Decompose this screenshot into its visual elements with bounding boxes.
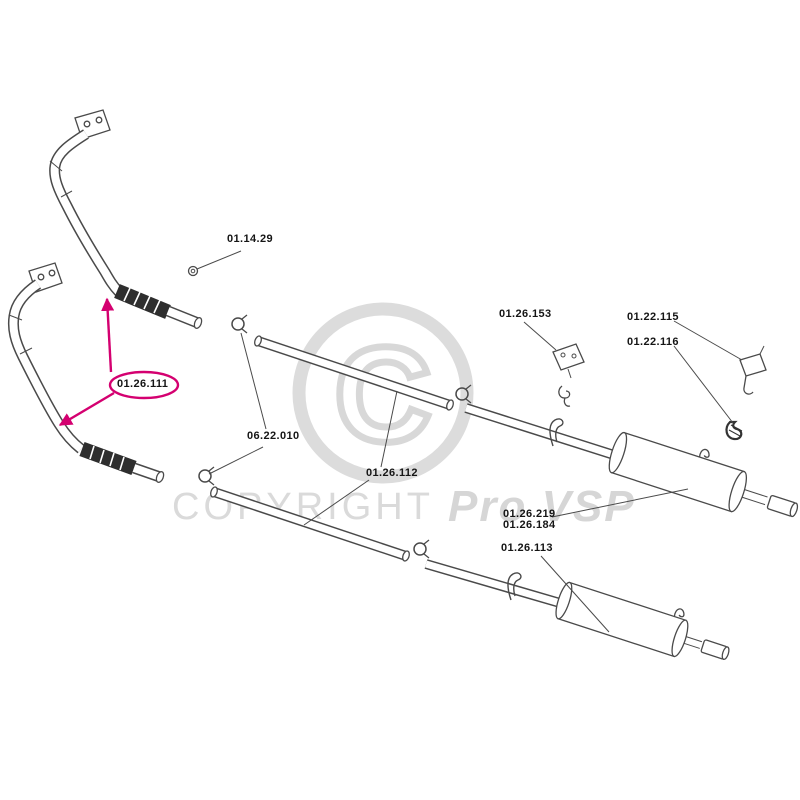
- rear-pipe-upper: [464, 403, 616, 460]
- rubber-mount-116: [725, 420, 743, 441]
- front-pipe-upper: [49, 109, 203, 329]
- highlight-arrow-up: [101, 297, 115, 373]
- part-label-01-26-112: 01.26.112: [366, 467, 418, 479]
- pipe-clamp-lower-front: [198, 466, 215, 486]
- part-label-01-26-219: 01.26.219: [503, 508, 556, 520]
- rear-pipe-lower: [424, 559, 562, 608]
- part-label-01-26-184: 01.26.184: [503, 519, 556, 531]
- clamp-nut: [187, 265, 199, 277]
- highlight-arrow-down-left: [58, 391, 115, 427]
- front-pipe-lower: [7, 262, 165, 483]
- part-label-01-22-115: 01.22.115: [627, 311, 679, 323]
- flex-coupling-lower: [79, 441, 137, 476]
- part-label-01-26-111: 01.26.111: [117, 378, 169, 390]
- intermediate-pipe-upper: [254, 335, 454, 411]
- leader-lines: [196, 250, 743, 633]
- watermark-copyright-symbol: C: [334, 319, 432, 470]
- flex-coupling-upper: [114, 284, 171, 319]
- part-label-01-14-29: 01.14.29: [227, 233, 274, 245]
- highlight-ellipse: [108, 370, 180, 400]
- rear-muffler-lower: [555, 581, 730, 661]
- part-label-01-26-113: 01.26.113: [501, 542, 553, 554]
- pipe-clamp-lower-rear: [413, 539, 430, 559]
- pipe-clamp-upper-front: [231, 314, 248, 334]
- highlight-annotations: [58, 297, 180, 427]
- hanger-bracket-115: [739, 345, 767, 395]
- mounting-bracket-153: [552, 343, 585, 407]
- part-label-01-26-153: 01.26.153: [499, 308, 552, 320]
- watermark-circle-icon: [292, 302, 474, 484]
- intermediate-pipe-lower: [210, 486, 410, 562]
- part-label-06-22-010: 06.22.010: [247, 430, 300, 442]
- part-label-01-22-116: 01.22.116: [627, 336, 679, 348]
